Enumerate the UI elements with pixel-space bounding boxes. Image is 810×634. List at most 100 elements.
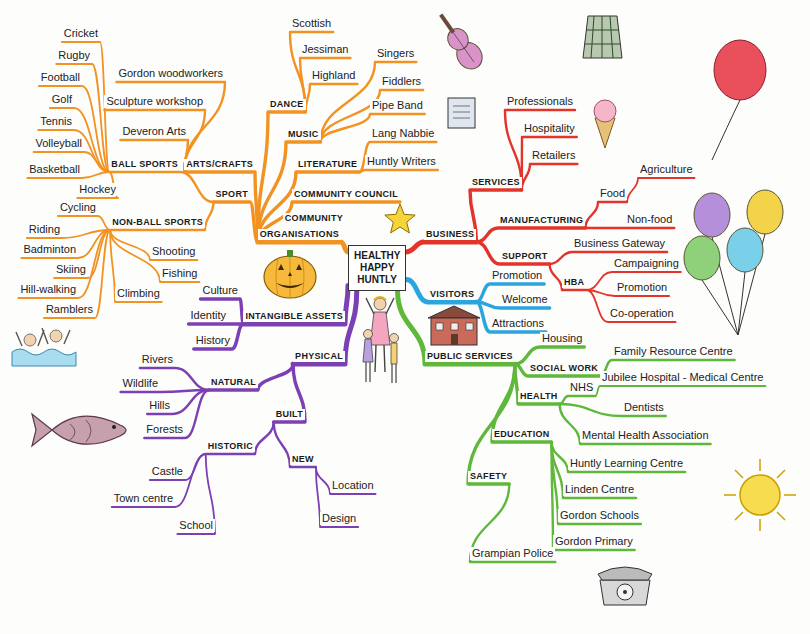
branch-word: Mental Health Association — [580, 429, 711, 442]
branch-word: Volleyball — [34, 137, 84, 150]
branch-line — [243, 285, 348, 324]
branch-line — [77, 172, 118, 198]
branch-line — [293, 291, 357, 364]
branch-word: Welcome — [500, 293, 550, 306]
branch-word: Agriculture — [638, 163, 695, 176]
branch-title: MANUFACTURING — [498, 215, 585, 226]
branch-line — [550, 264, 587, 290]
branch-word: Riding — [27, 223, 62, 236]
branch-word: Rivers — [140, 353, 175, 366]
central-title: HEALTHY HAPPY HUNTLY — [354, 250, 400, 286]
branch-title: HISTORIC — [206, 441, 255, 452]
branch-word: Hill-walking — [18, 283, 78, 296]
branch-word: Hockey — [77, 183, 118, 196]
branch-line — [476, 242, 549, 264]
branch-title: LITERATURE — [296, 159, 359, 170]
branch-word: Business Gateway — [572, 237, 667, 250]
branch-word: Dentists — [622, 401, 666, 414]
branch-line — [470, 484, 555, 562]
branch-word: Co-operation — [608, 307, 676, 320]
branch-line — [359, 170, 438, 172]
branch-line — [112, 454, 206, 507]
branch-line — [58, 216, 110, 230]
branch-title: SUPPORT — [500, 251, 550, 262]
branch-word: Football — [39, 71, 82, 84]
branch-title: ORGANISATIONS — [258, 229, 341, 240]
branch-line — [306, 84, 358, 112]
branch-word: Jessiman — [300, 43, 350, 56]
branch-word: Castle — [150, 465, 185, 478]
branch-title: SERVICES — [470, 177, 522, 188]
balloon-bunch — [684, 190, 783, 335]
branch-word: Gordon Primary — [553, 535, 635, 548]
branch-word: Gordon Schools — [558, 509, 641, 522]
branch-line — [585, 227, 674, 229]
branch-line — [274, 422, 316, 467]
branch-word: Scottish — [290, 17, 333, 30]
branch-word: Badminton — [21, 243, 78, 256]
branch-line — [627, 178, 695, 202]
branch-word: Retailers — [530, 149, 577, 162]
branch-line — [586, 290, 675, 322]
central-box: HEALTHY HAPPY HUNTLY — [348, 245, 406, 291]
branch-word: Campaigning — [612, 257, 681, 270]
branch-line — [258, 172, 360, 242]
branch-word: Promotion — [615, 281, 669, 294]
branch-line — [560, 396, 596, 404]
branch-word: Lang Nabbie — [370, 127, 436, 140]
branch-title: NATURAL — [209, 377, 258, 388]
branch-line — [109, 172, 213, 202]
branch-word: Fishing — [160, 267, 199, 280]
branch-line — [552, 442, 686, 472]
branch-word: Cycling — [58, 201, 98, 214]
branch-word: Hospitality — [522, 122, 577, 135]
ice-cream-icon — [594, 100, 616, 148]
branch-title: COMMUNITY — [283, 213, 345, 224]
branch-line — [492, 364, 552, 442]
branch-word: Jubilee Hospital - Medical Centre — [600, 371, 765, 384]
branch-word: Location — [330, 479, 376, 492]
branch-word: Identity — [189, 309, 228, 322]
sun-icon — [724, 459, 796, 531]
branch-word: Basketball — [27, 163, 82, 176]
branch-line — [189, 322, 244, 325]
branch-word: Huntly Writers — [365, 155, 438, 168]
telephone-icon — [598, 567, 652, 605]
branch-word: NHS — [568, 381, 595, 394]
branch-word: Golf — [50, 93, 74, 106]
violin-icon — [431, 8, 487, 74]
branch-word: Food — [598, 187, 627, 200]
branch-title: MUSIC — [286, 129, 321, 140]
pumpkin-icon — [264, 250, 316, 298]
branch-line — [595, 386, 765, 396]
branch-word: Promotion — [490, 269, 544, 282]
branch-word: Non-food — [625, 213, 674, 226]
branch-word: Forests — [144, 423, 185, 436]
branch-line — [39, 86, 110, 172]
branch-line — [316, 467, 376, 494]
branch-title: DANCE — [268, 99, 306, 110]
book-icon — [448, 98, 475, 128]
branch-title: COMMUNITY COUNCIL — [292, 189, 400, 200]
branch-word: Wildlife — [121, 377, 160, 390]
branch-line — [110, 230, 197, 260]
branch-word: Skiing — [54, 263, 88, 276]
branch-line — [206, 422, 274, 454]
branch-line — [144, 390, 209, 438]
branch-line — [258, 242, 348, 252]
branch-line — [476, 302, 546, 332]
branch-word: Sculpture workshop — [104, 95, 205, 108]
branch-word: Hills — [147, 399, 172, 412]
branch-line — [468, 364, 515, 484]
branch-line — [209, 364, 293, 390]
branch-title: SPORT — [213, 189, 250, 200]
branch-word: Linden Centre — [563, 483, 636, 496]
branch-title: BUILT — [274, 409, 305, 420]
branch-title: PUBLIC SERVICES — [425, 351, 515, 362]
branch-line — [552, 442, 641, 524]
branch-title: BUSINESS — [424, 229, 476, 240]
branch-title: PHYSICAL — [293, 351, 345, 362]
branch-title: NON-BALL SPORTS — [110, 217, 205, 228]
branch-line — [515, 347, 585, 364]
star-icon — [385, 204, 415, 233]
